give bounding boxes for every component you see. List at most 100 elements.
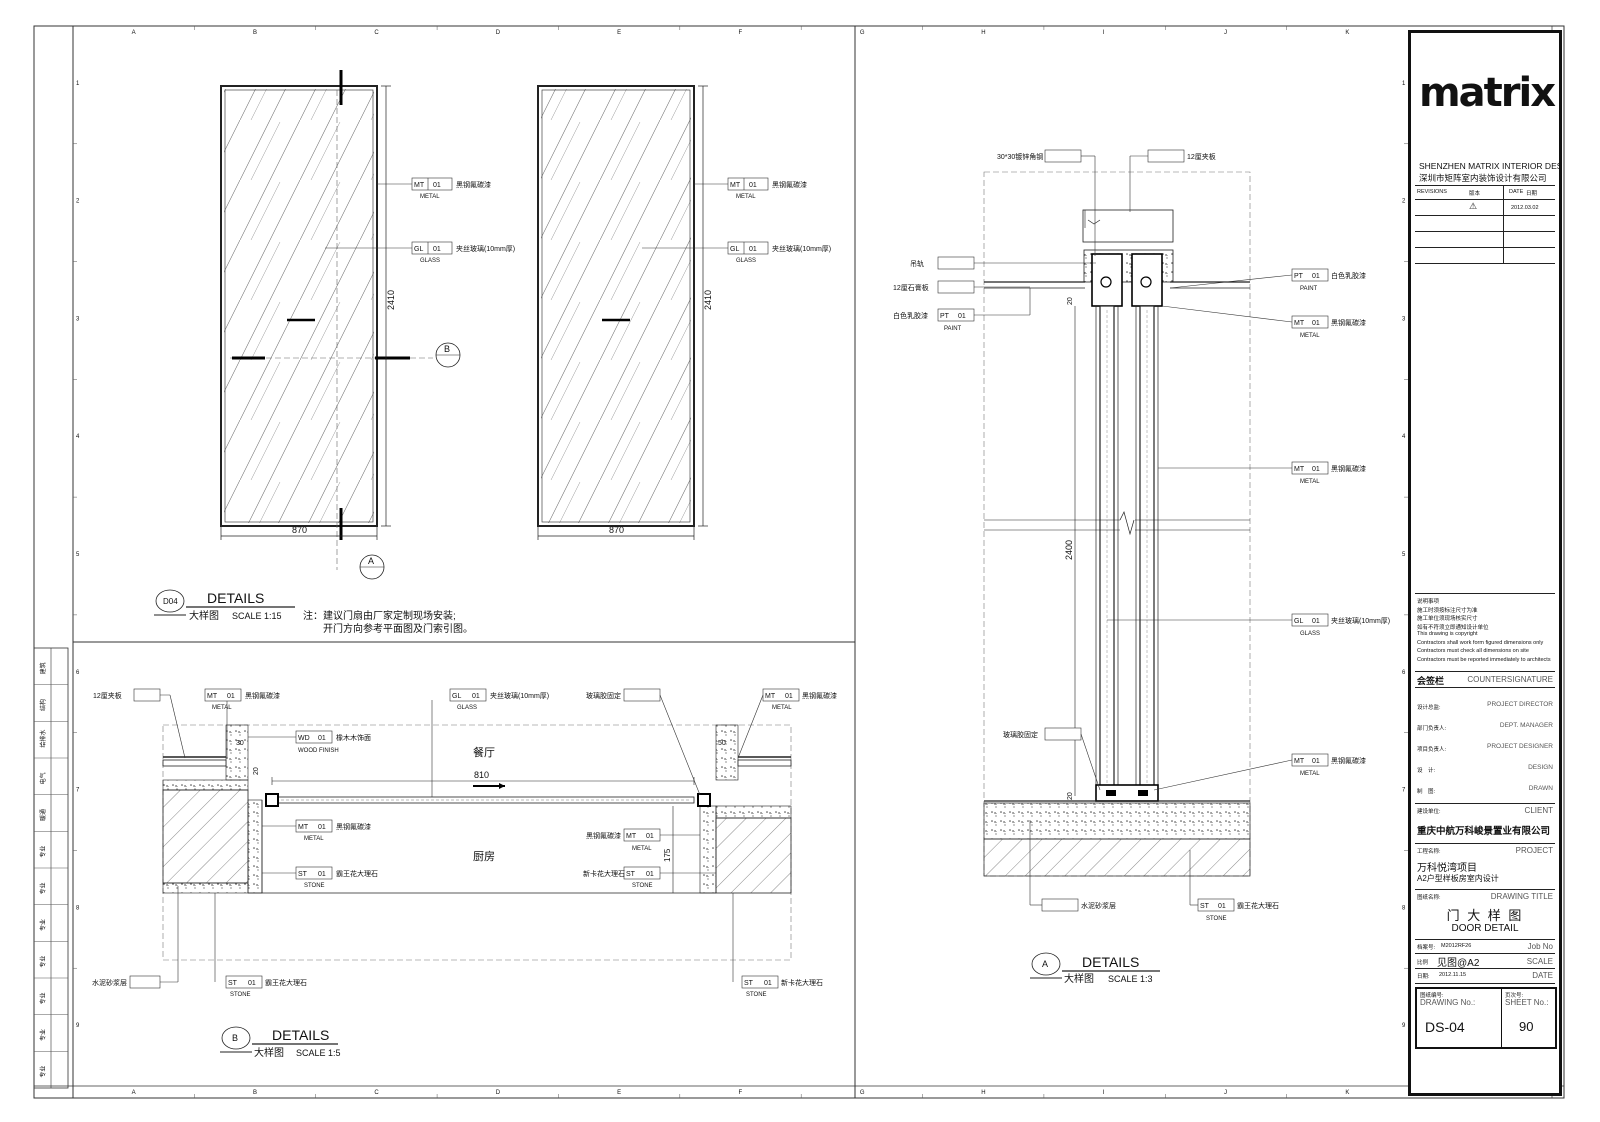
svg-text:GLASS: GLASS	[457, 705, 477, 711]
svg-text:01: 01	[1312, 618, 1320, 625]
svg-text:STONE: STONE	[230, 992, 251, 998]
svg-text:夹丝玻璃(10mm厚): 夹丝玻璃(10mm厚)	[456, 244, 515, 253]
svg-text:METAL: METAL	[212, 705, 232, 711]
svg-text:大样图: 大样图	[1064, 972, 1094, 985]
tag-glass-right: GL 01 夹丝玻璃(10mm厚) GLASS	[642, 241, 831, 264]
grid-number: 3	[1402, 316, 1406, 322]
grid-number: 8	[1402, 905, 1406, 911]
drawing-date: 2012.11.15	[1439, 972, 1467, 978]
svg-text:METAL: METAL	[304, 836, 324, 842]
tag-metal-left: MT 01 黑钢氟碳漆 METAL	[377, 177, 491, 200]
revisions-label: REVISIONS	[1417, 189, 1447, 195]
strip-label: 专业	[39, 846, 47, 858]
grid-number: 5	[76, 552, 80, 558]
project-subtitle: A2户型样板房室内设计	[1417, 874, 1499, 883]
svg-text:ST: ST	[1200, 903, 1210, 910]
grid-letter: A	[132, 1090, 136, 1096]
grid-letter: F	[739, 30, 743, 36]
role-label-cn: 部门负责人:	[1417, 726, 1447, 732]
svg-text:黑钢氟碳漆: 黑钢氟碳漆	[1331, 318, 1366, 327]
title-d04-badge: D04	[163, 597, 178, 606]
svg-text:01: 01	[227, 693, 235, 700]
svg-text:DETAILS: DETAILS	[272, 1027, 329, 1043]
svg-text:夹丝玻璃(10mm厚): 夹丝玻璃(10mm厚)	[772, 244, 831, 253]
svg-text:ST: ST	[744, 980, 754, 987]
role-label-cn: 项目负责人:	[1417, 747, 1447, 753]
note-line: 说明事项	[1417, 599, 1440, 605]
grid-letter: G	[860, 1090, 865, 1096]
svg-text:01: 01	[646, 833, 654, 840]
width-dim-left: 870	[292, 525, 307, 535]
svg-text:50: 50	[718, 740, 726, 747]
company-name-en: SHENZHEN MATRIX INTERIOR DESIGN CO.,LTD	[1419, 161, 1562, 171]
svg-text:01: 01	[749, 246, 757, 253]
title-b: B DETAILS 大样图 SCALE 1:5	[220, 1026, 341, 1059]
svg-text:METAL: METAL	[1300, 479, 1320, 485]
grid-letter: F	[739, 1090, 743, 1096]
grid-letter: G	[860, 30, 865, 36]
height-dim-right: 2410	[703, 290, 713, 310]
svg-text:黑钢氟碳漆: 黑钢氟碳漆	[245, 691, 280, 700]
svg-text:01: 01	[1312, 466, 1320, 473]
svg-text:01: 01	[248, 980, 256, 987]
revision-warning-icon: ⚠	[1469, 201, 1478, 211]
svg-text:水泥砂浆层: 水泥砂浆层	[92, 978, 127, 987]
role-label-cn: 制 图:	[1417, 789, 1436, 795]
title-d04: D04 DETAILS 大样图 SCALE 1:15 注：建议门扇由厂家定制现场…	[154, 589, 473, 635]
door-elevation-left: 2410 870 B A MT 01 黑钢氟碳漆 METAL GL 01 夹丝玻…	[220, 70, 515, 580]
svg-text:01: 01	[472, 693, 480, 700]
tag-track: 吊轨	[910, 256, 1096, 270]
svg-text:注：建议门扇由厂家定制现场安装;: 注：建议门扇由厂家定制现场安装;	[303, 609, 456, 622]
role-label-cn: 设 计:	[1417, 768, 1436, 774]
svg-text:01: 01	[764, 980, 772, 987]
svg-text:夹丝玻璃(10mm厚): 夹丝玻璃(10mm厚)	[1331, 616, 1390, 625]
svg-text:MT: MT	[207, 693, 218, 700]
client-name: 重庆中航万科峻景置业有限公司	[1417, 826, 1551, 837]
grid-letter: K	[1345, 1090, 1349, 1096]
grid-number: 4	[76, 434, 80, 440]
countersign-label: 会签栏	[1417, 676, 1445, 686]
svg-text:20: 20	[1067, 297, 1074, 305]
role-label-en: PROJECT DIRECTOR	[1487, 701, 1553, 708]
svg-text:MT: MT	[1294, 758, 1305, 765]
svg-text:MT: MT	[298, 824, 309, 831]
svg-text:METAL: METAL	[1300, 771, 1320, 777]
svg-text:厨房: 厨房	[473, 850, 495, 863]
svg-text:01: 01	[785, 693, 793, 700]
svg-text:WOOD FINISH: WOOD FINISH	[298, 748, 339, 754]
svg-text:12厘夹板: 12厘夹板	[1187, 152, 1216, 161]
svg-text:玻璃胶固定: 玻璃胶固定	[586, 691, 621, 700]
grid-letter: E	[617, 30, 621, 36]
strip-label: 专业	[39, 1066, 47, 1078]
title-d04-heading: DETAILS	[207, 590, 264, 606]
svg-text:黑钢氟碳漆: 黑钢氟碳漆	[802, 691, 837, 700]
grid-number: 6	[76, 670, 80, 676]
svg-text:WD: WD	[298, 735, 310, 742]
grid-letter: B	[253, 30, 257, 36]
door-elevation-right: 2410 870 MT 01 黑钢氟碳漆 METAL GL 01 夹丝玻璃(10…	[537, 85, 831, 540]
grid-number: 1	[76, 81, 80, 87]
sheet-number: 90	[1519, 1019, 1534, 1034]
strip-label: 专业	[39, 919, 47, 931]
tag-glass-fix-a: 玻璃胶固定	[1003, 727, 1101, 791]
dim-810: 810	[474, 770, 489, 780]
grid-letter: C	[374, 1090, 379, 1096]
svg-text:01: 01	[1312, 273, 1320, 280]
svg-text:GL: GL	[730, 246, 739, 253]
tag-glass-left: GL 01 夹丝玻璃(10mm厚) GLASS	[325, 241, 515, 264]
scale-value: 见图@A2	[1437, 958, 1480, 969]
svg-text:黑钢氟碳漆: 黑钢氟碳漆	[1331, 756, 1366, 765]
note-line: Contractors shall work form figured dime…	[1417, 639, 1544, 646]
grid-number: 9	[1402, 1023, 1406, 1029]
date-header: DATE	[1509, 189, 1524, 195]
